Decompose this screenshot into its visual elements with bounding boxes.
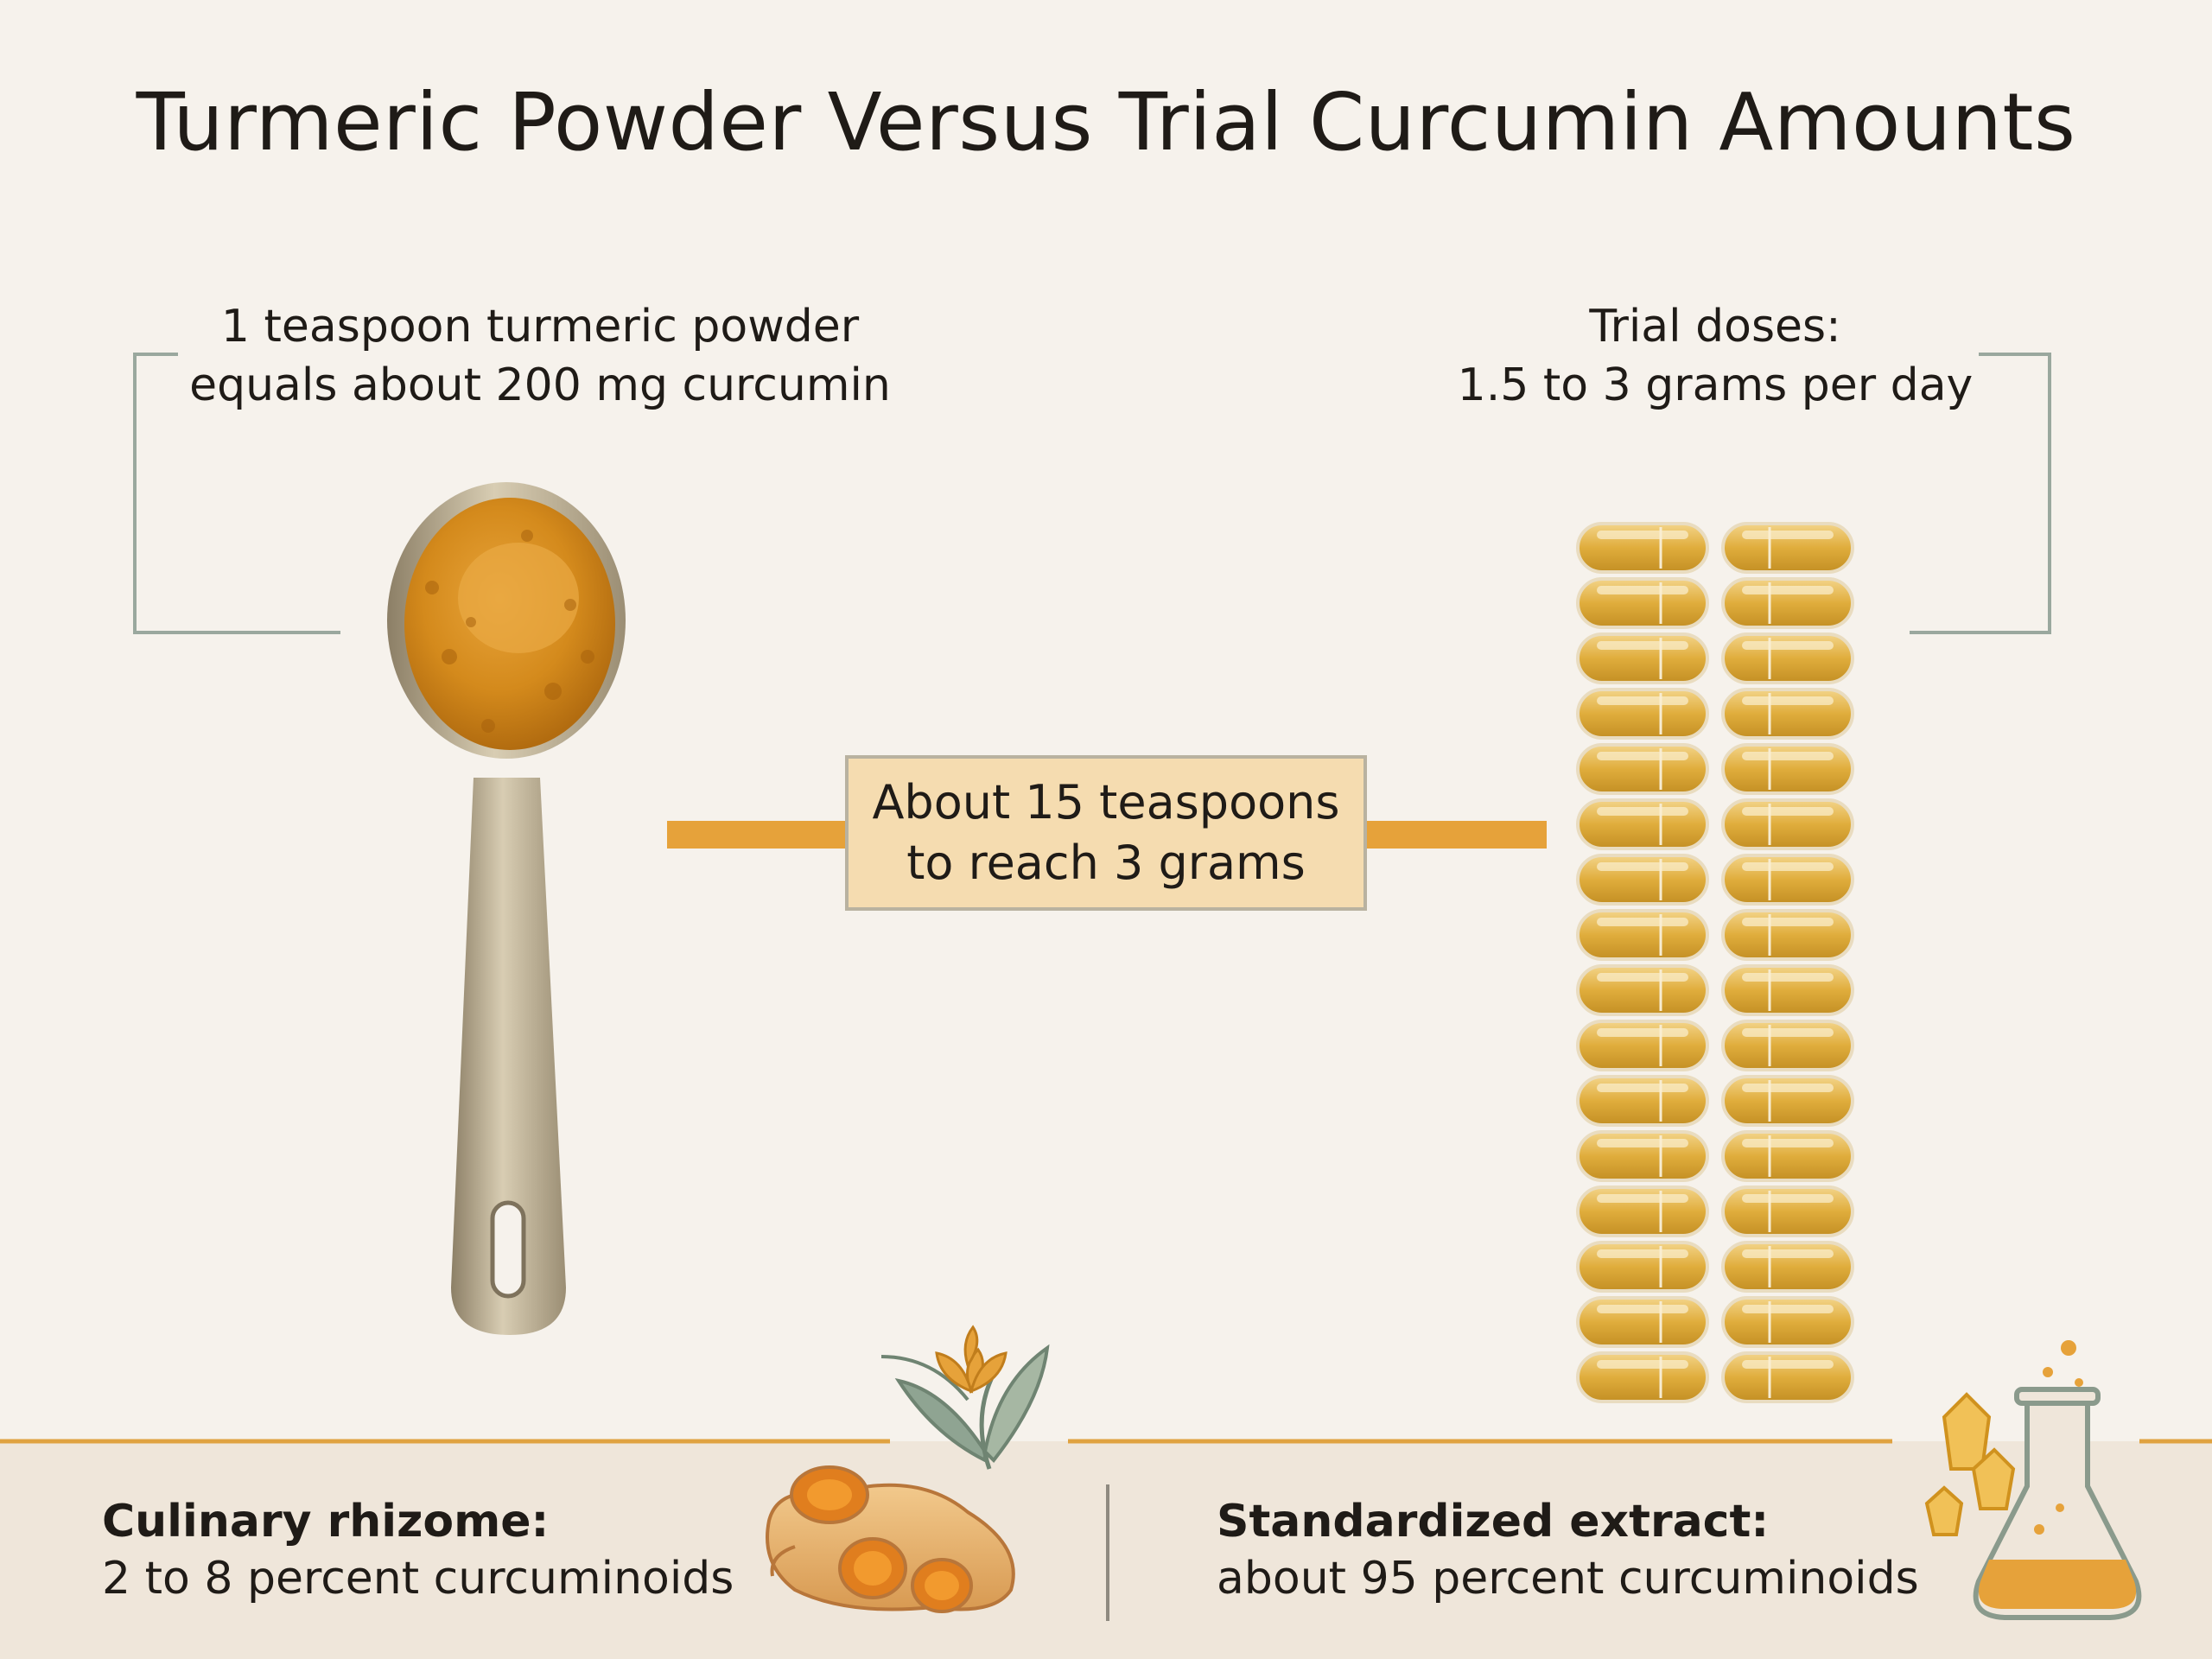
spoon-bracket bbox=[133, 353, 340, 634]
crystal-icon bbox=[1924, 1392, 2016, 1536]
callout-line1: About 15 teaspoons bbox=[872, 775, 1340, 830]
spoon-note-line2: equals about 200 mg curcumin bbox=[189, 359, 891, 411]
capsule-highlight bbox=[1597, 807, 1688, 816]
capsule-highlight bbox=[1742, 1084, 1834, 1092]
extract-detail: about 95 percent curcuminoids bbox=[1217, 1553, 1919, 1605]
callout-box: About 15 teaspoons to reach 3 grams bbox=[845, 755, 1367, 911]
page-title: Turmeric Powder Versus Trial Curcumin Am… bbox=[136, 76, 2076, 168]
trial-bracket bbox=[1910, 353, 2051, 634]
capsule-highlight bbox=[1597, 1305, 1688, 1313]
capsule-highlight bbox=[1597, 752, 1688, 760]
capsule-highlight bbox=[1597, 531, 1688, 539]
capsule-highlight bbox=[1597, 641, 1688, 650]
capsule-highlight bbox=[1742, 1028, 1834, 1037]
capsule-highlight bbox=[1597, 862, 1688, 871]
standardized-extract-note: Standardized extract: about 95 percent c… bbox=[1217, 1493, 1994, 1607]
spoon-note-line1: 1 teaspoon turmeric powder bbox=[220, 301, 860, 353]
measuring-spoon-icon bbox=[387, 482, 626, 1335]
capsule-highlight bbox=[1742, 973, 1834, 982]
capsule-highlight bbox=[1742, 1139, 1834, 1147]
capsule-highlight bbox=[1597, 1194, 1688, 1203]
capsule-highlight bbox=[1742, 752, 1834, 760]
lab-flask-icon bbox=[1973, 1340, 2142, 1620]
capsule-highlight bbox=[1597, 973, 1688, 982]
connector-right bbox=[1367, 821, 1547, 849]
capsule-highlight bbox=[1742, 1305, 1834, 1313]
culinary-detail: 2 to 8 percent curcuminoids bbox=[102, 1553, 734, 1605]
capsule-highlight bbox=[1742, 862, 1834, 871]
capsule-highlight bbox=[1742, 807, 1834, 816]
capsule-highlight bbox=[1597, 1249, 1688, 1258]
capsule-stack-icon bbox=[1576, 522, 1854, 1403]
capsule-highlight bbox=[1597, 586, 1688, 594]
capsule-highlight bbox=[1742, 918, 1834, 926]
turmeric-root-icon bbox=[766, 1325, 1050, 1613]
capsule-highlight bbox=[1742, 1249, 1834, 1258]
extract-heading: Standardized extract: bbox=[1217, 1496, 1770, 1548]
capsule-highlight bbox=[1742, 641, 1834, 650]
capsule-highlight bbox=[1597, 1360, 1688, 1369]
capsule-highlight bbox=[1742, 586, 1834, 594]
connector-left bbox=[667, 821, 845, 849]
culinary-rhizome-note: Culinary rhizome: 2 to 8 percent curcumi… bbox=[102, 1493, 793, 1607]
capsule-highlight bbox=[1597, 918, 1688, 926]
capsule-highlight bbox=[1742, 696, 1834, 705]
capsule-highlight bbox=[1742, 1194, 1834, 1203]
trial-note-line2: 1.5 to 3 grams per day bbox=[1457, 359, 1974, 411]
capsule-highlight bbox=[1742, 531, 1834, 539]
trial-note: Trial doses: 1.5 to 3 grams per day bbox=[1382, 297, 2048, 415]
capsule-highlight bbox=[1597, 1139, 1688, 1147]
callout-line2: to reach 3 grams bbox=[906, 836, 1306, 890]
capsule-highlight bbox=[1597, 1084, 1688, 1092]
culinary-heading: Culinary rhizome: bbox=[102, 1496, 550, 1548]
spoon-note: 1 teaspoon turmeric powder equals about … bbox=[138, 297, 942, 415]
trial-note-line1: Trial doses: bbox=[1589, 301, 1841, 353]
capsule-highlight bbox=[1742, 1360, 1834, 1369]
capsule-highlight bbox=[1597, 1028, 1688, 1037]
capsule-highlight bbox=[1597, 696, 1688, 705]
